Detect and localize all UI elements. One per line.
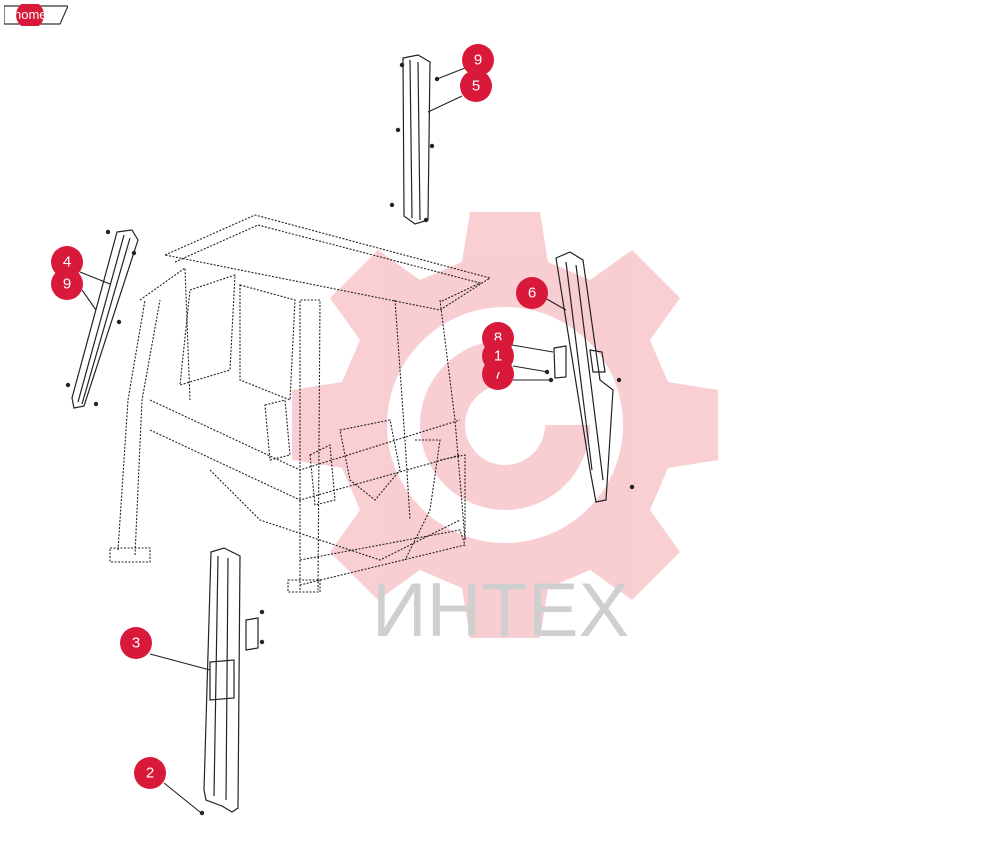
home-tab-shape [4,4,68,26]
callout-label: 8 [494,330,502,347]
callout-label: 3 [132,635,140,652]
right-pillar-trim [555,251,635,503]
left-pillar-trim [65,229,139,409]
leader-lines [79,67,567,813]
bracket-part [544,345,567,383]
callout-4[interactable]: 4 [51,246,83,278]
home-label: home [14,7,47,22]
cab-frame [109,214,492,593]
callout-label: 1 [494,348,502,365]
callout-3[interactable]: 3 [120,627,152,659]
callout-6[interactable]: 6 [516,277,548,309]
watermark-text: ИНТЕХ [372,568,629,653]
callout-label: 6 [528,285,536,302]
callout-1[interactable]: 1 [482,340,514,372]
callout-label: 9 [474,52,482,69]
callout-label: 4 [63,254,71,271]
callout-label: 9 [63,276,71,293]
callout-label: 7 [494,366,502,383]
callout-5[interactable]: 5 [460,70,492,102]
watermark-gear-icon [292,212,718,638]
callout-label: 2 [146,765,154,782]
bottom-pillar-trim [199,547,265,816]
callout-label: 5 [472,78,480,95]
callout-9-left[interactable]: 9 [51,268,83,300]
callout-9-top[interactable]: 9 [462,44,494,76]
top-pillar-trim [389,54,440,225]
callout-2[interactable]: 2 [134,757,166,789]
home-button[interactable]: home [4,4,68,26]
